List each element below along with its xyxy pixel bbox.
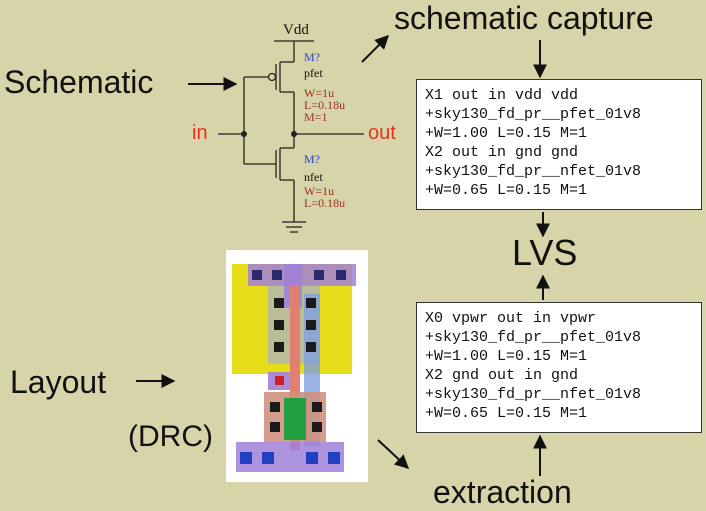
schematic-netlist-box: X1 out in vdd vdd +sky130_fd_pr__pfet_01… <box>416 79 702 210</box>
schematic-label: Schematic <box>4 64 154 100</box>
netlist-line: +sky130_fd_pr__nfet_01v8 <box>425 163 642 180</box>
inverter-layout <box>226 250 368 482</box>
netlist-line: X1 out in vdd vdd <box>425 87 579 104</box>
netlist-line: +W=1.00 L=0.15 M=1 <box>425 348 588 365</box>
netlist-line: +sky130_fd_pr__pfet_01v8 <box>425 329 642 346</box>
drc-label: (DRC) <box>128 420 213 453</box>
netlist-line: +W=0.65 L=0.15 M=1 <box>425 182 588 199</box>
nfet-type: nfet <box>304 170 323 184</box>
pfet-type: pfet <box>304 66 323 80</box>
output-junction <box>291 131 297 137</box>
netlist-line: +W=1.00 L=0.15 M=1 <box>425 125 588 142</box>
ndiff <box>284 398 306 440</box>
pfet-ref: M? <box>304 50 320 64</box>
nfet-width: W=1u <box>304 184 335 198</box>
pfet-length: L=0.18u <box>304 98 346 112</box>
netlist-line: X2 gnd out in gnd <box>425 367 579 384</box>
input-pin-label: in <box>192 122 208 144</box>
pfet-mult: M=1 <box>304 110 328 124</box>
netlist-line: +W=0.65 L=0.15 M=1 <box>425 405 588 422</box>
extracted-netlist-box: X0 vpwr out in vpwr +sky130_fd_pr__pfet_… <box>416 302 702 433</box>
pfet-width: W=1u <box>304 86 335 100</box>
inverter-schematic <box>218 40 364 233</box>
netlist-line: X2 out in gnd gnd <box>425 144 579 161</box>
nfet-length: L=0.18u <box>304 196 346 210</box>
netlist-line: X0 vpwr out in vpwr <box>425 310 597 327</box>
vdd-label: Vdd <box>283 22 309 38</box>
input-junction <box>241 131 247 137</box>
nfet-ref: M? <box>304 152 320 166</box>
lvs-label: LVS <box>512 232 578 273</box>
bottom-ground-rail <box>236 442 344 472</box>
extraction-label: extraction <box>433 474 572 510</box>
netlist-line: +sky130_fd_pr__pfet_01v8 <box>425 106 642 123</box>
output-pin-label: out <box>368 122 396 144</box>
netlist-line: +sky130_fd_pr__nfet_01v8 <box>425 386 642 403</box>
schematic-capture-label: schematic capture <box>394 0 654 36</box>
layout-label: Layout <box>10 364 107 400</box>
poly-gate <box>290 286 300 450</box>
arrow-to-capture <box>361 35 389 63</box>
arrow-layout-to-extraction <box>377 439 410 469</box>
